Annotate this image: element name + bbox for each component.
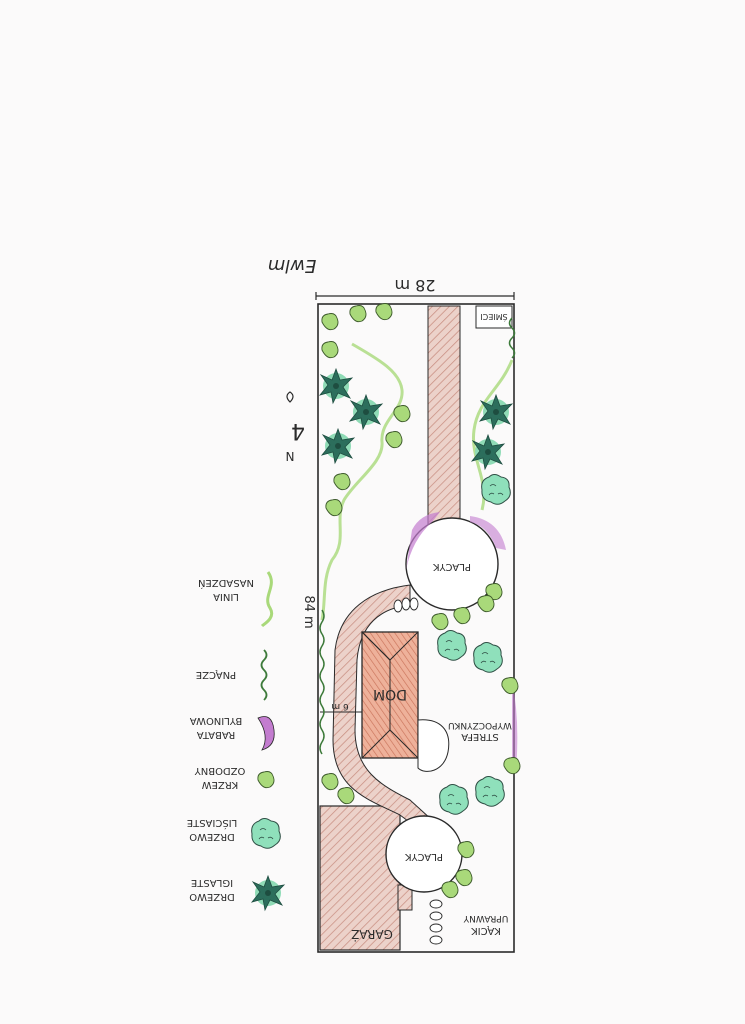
placyk-top: [405, 517, 499, 611]
dimension-small-label: 6 m: [331, 701, 348, 711]
vines-top-right: [508, 317, 516, 359]
legend-planting-line1: LINIA: [213, 591, 239, 602]
dimension-width-label: 28 m: [394, 276, 435, 295]
placyk-bottom-label: PLACYK: [405, 851, 443, 862]
legend-item-planting: LINIA NASADZEŃ: [198, 571, 274, 628]
terrace: [417, 719, 450, 772]
legend-flowerbed-line1: RABATA: [197, 729, 236, 740]
legend-item-conifer: DRZEWO IGLASTE: [189, 875, 285, 911]
dimension-length-label: 84 m: [301, 595, 316, 628]
legend-shrub-line2: OZDOBNY: [194, 765, 246, 776]
north-arrow: 4 N: [286, 391, 305, 463]
legend-item-shrub: KRZEW OZDOBNY: [194, 765, 275, 790]
deciduous-tree-icon: [251, 818, 281, 849]
garage-label: GARAŻ: [351, 927, 393, 942]
garden-path-strip: [427, 305, 461, 529]
stepping-stones-top: [393, 597, 419, 613]
garden-corner-label-line2: UPRAWNY: [463, 913, 508, 923]
bins-label: ŚMIECI: [480, 312, 507, 323]
dimension-width-line: [315, 292, 515, 300]
house-label: DOM: [373, 686, 407, 702]
plot-boundary: [317, 303, 515, 953]
placyk-top-flowerbed: [406, 512, 440, 570]
legend-flowerbed-line2: BYLINOWA: [190, 715, 243, 726]
legend: DRZEWO IGLASTE DRZEWO LIŚCIASTE KRZEW OZ…: [187, 571, 285, 911]
north-number: 4: [291, 418, 305, 443]
flowerbed-icon: [257, 716, 275, 751]
relax-zone-label-line2: WYPOCZYNKU: [448, 720, 512, 730]
vines-left-fence: [319, 609, 325, 755]
legend-item-vines: PNĄCZE: [196, 649, 268, 701]
relax-zone-label-line1: STREFA: [461, 731, 499, 742]
conifer-trees: [319, 368, 513, 470]
legend-planting-line2: NASADZEŃ: [198, 577, 254, 590]
signature: Ewlm: [268, 255, 317, 276]
placyk-top-label: PLACYK: [433, 561, 471, 572]
legend-item-deciduous: DRZEWO LIŚCIASTE: [187, 817, 281, 849]
shrub-icon: [257, 771, 275, 789]
stepping-stones-bottom: [429, 899, 443, 945]
legend-item-flowerbed: RABATA BYLINOWA: [190, 715, 275, 751]
placyk-top-flowerbed-right: [470, 516, 506, 550]
house: [361, 631, 419, 759]
north-arrow-glyph: [286, 391, 294, 403]
north-label: N: [286, 449, 295, 463]
legend-conifer-line1: DRZEWO: [189, 891, 235, 902]
conifer-tree-icon: [251, 875, 285, 911]
legend-shrub-line1: KRZEW: [202, 779, 239, 790]
flowerbed-right-edge: [512, 680, 518, 770]
vine-icon: [260, 649, 268, 701]
legend-vines-line1: PNĄCZE: [196, 669, 236, 680]
planting-line-icon: [260, 571, 274, 628]
legend-deciduous-line2: LIŚCIASTE: [187, 817, 237, 830]
legend-deciduous-line1: DRZEWO: [189, 831, 235, 842]
legend-conifer-line2: IGLASTE: [191, 877, 233, 888]
planting-line-left: [320, 342, 404, 621]
bins-box: [475, 305, 513, 329]
garden-corner-label-line1: KĄCIK: [471, 925, 501, 936]
garage: [319, 805, 401, 951]
